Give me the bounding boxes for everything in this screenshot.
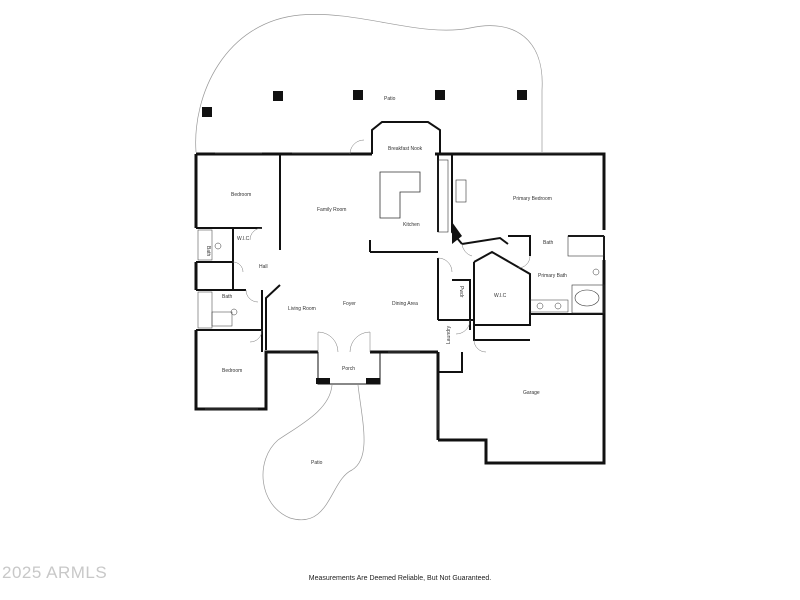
label-wic-left: W.I.C bbox=[237, 236, 250, 242]
label-family-room: Family Room bbox=[317, 207, 346, 213]
bathtub-deck bbox=[571, 284, 605, 314]
label-hall: Hall bbox=[259, 264, 268, 270]
label-breakfast-nook: Breakfast Nook bbox=[388, 146, 423, 152]
label-patio-top: Patio bbox=[384, 96, 396, 102]
interior-walls bbox=[196, 154, 605, 373]
label-primary-bedroom: Primary Bedroom bbox=[513, 196, 552, 202]
label-bath-left: Bath bbox=[222, 294, 233, 300]
label-wic-primary: W.I.C bbox=[494, 293, 507, 299]
label-primary-bath: Primary Bath bbox=[538, 273, 567, 279]
refrigerator bbox=[455, 179, 467, 203]
vanity-sinks bbox=[529, 268, 600, 313]
windows bbox=[205, 152, 590, 430]
label-bedroom-lower: Bedroom bbox=[222, 368, 242, 374]
upper-patio-outline bbox=[195, 14, 543, 153]
room-labels: Patio Breakfast Nook Bedroom Family Room… bbox=[205, 96, 567, 466]
label-foyer: Foyer bbox=[343, 301, 356, 307]
label-living-room: Living Room bbox=[288, 306, 316, 312]
label-kitchen: Kitchen bbox=[403, 222, 420, 228]
door-swings bbox=[232, 139, 531, 353]
label-bedroom-upper: Bedroom bbox=[231, 192, 251, 198]
label-pwdr: Pwdr bbox=[458, 286, 464, 298]
breakfast-nook-bay bbox=[371, 121, 441, 154]
label-dining-area: Dining Area bbox=[392, 301, 418, 307]
primary-shower bbox=[567, 235, 605, 257]
bathtub bbox=[574, 289, 600, 307]
label-patio-bottom: Patio bbox=[311, 460, 323, 466]
lower-patio-outline bbox=[262, 384, 365, 521]
label-garage: Garage bbox=[523, 390, 540, 396]
label-laundry: Laundry bbox=[446, 325, 452, 344]
left-bath-fixtures bbox=[197, 229, 238, 329]
disclaimer: Measurements Are Deemed Reliable, But No… bbox=[308, 575, 492, 582]
kitchen-counter bbox=[437, 159, 449, 233]
pantry-wall bbox=[452, 222, 462, 244]
label-bath-primary-small: Bath bbox=[543, 240, 554, 246]
label-bath-upper-left: Bath bbox=[205, 246, 211, 257]
porch bbox=[316, 352, 381, 385]
patio-columns bbox=[202, 90, 527, 117]
watermark: 2025 ARMLS bbox=[2, 563, 108, 582]
kitchen-island bbox=[379, 171, 421, 219]
label-porch: Porch bbox=[342, 366, 355, 372]
